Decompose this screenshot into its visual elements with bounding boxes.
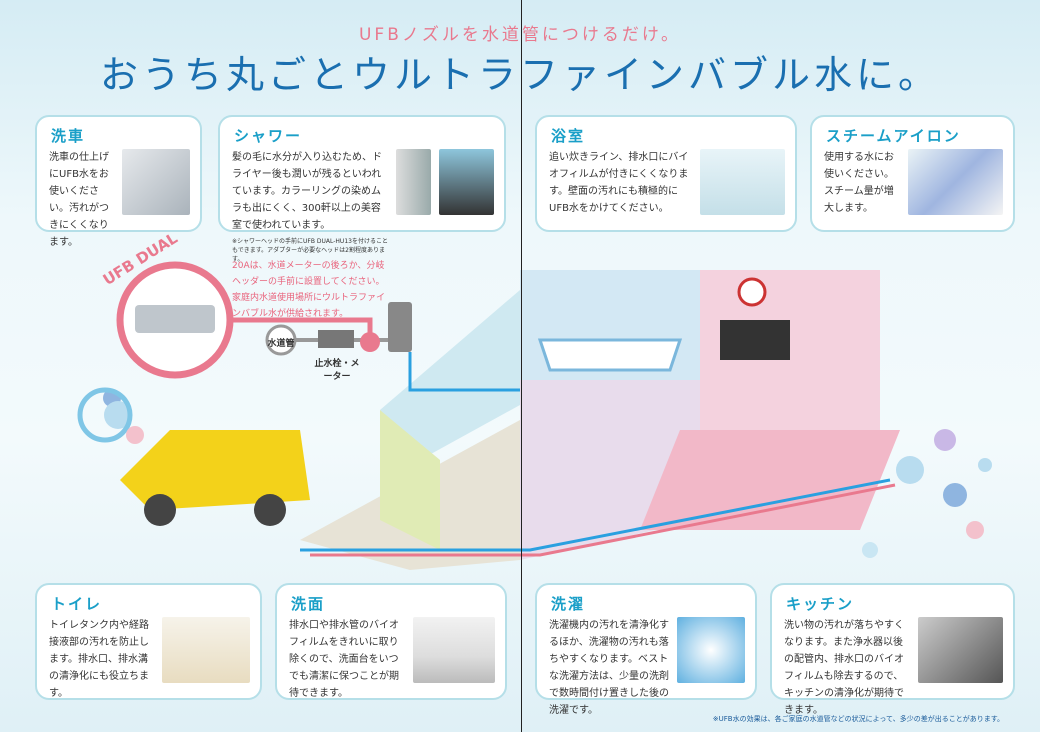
page-title: おうち丸ごとウルトラファインバブル水に。	[99, 53, 940, 97]
iron-photo	[908, 149, 1003, 215]
subtitle: UFBノズルを水道管につけるだけ。	[358, 25, 682, 45]
card-toilet: トイレ トイレタンク内や経路接液部の汚れを防止します。排水口、排水溝の清浄化にも…	[35, 583, 262, 700]
car-photo	[122, 149, 190, 215]
card-text: トイレタンク内や経路接液部の汚れを防止します。排水口、排水溝の清浄化にも役立ちま…	[49, 620, 149, 699]
card-text: 洗濯機内の汚れを清浄化するほか、洗濯物の汚れも落ちやすくなります。ベストな洗濯方…	[549, 620, 669, 716]
card-note: ※シャワーヘッドの手前にUFB DUAL-HU13を付けることもできます。アダプ…	[232, 238, 388, 263]
card-text: 洗い物の汚れが落ちやすくなります。また浄水器以後の配管内、排水口のバイオフィルム…	[784, 620, 904, 716]
laundry-photo	[677, 617, 745, 683]
card-text: 排水口や排水管のバイオフィルムをきれいに取り除くので、洗面台をいつでも清潔に保つ…	[289, 620, 399, 699]
card-title: シャワー	[234, 127, 303, 145]
shower-photo	[396, 149, 431, 215]
card-shower: シャワー 髪の毛に水分が入り込むため、ドライヤー後も潤いが残るといわれています。…	[218, 115, 506, 263]
card-title: 洗車	[51, 127, 86, 145]
card-car-wash: 洗車 洗車の仕上げにUFB水をお使いください。汚れがつきにくくなります。	[35, 115, 202, 248]
card-text: 使用する水にお使いください。スチーム量が増大します。	[824, 152, 894, 214]
card-title: 洗面	[291, 595, 326, 613]
card-kitchen: キッチン 洗い物の汚れが落ちやすくなります。また浄水器以後の配管内、排水口のバイ…	[770, 583, 1015, 716]
washbasin-photo	[413, 617, 495, 683]
house-illustration	[77, 261, 992, 570]
page-fold	[521, 0, 522, 732]
card-title: キッチン	[786, 595, 855, 613]
card-text: 追い炊きライン、排水口にバイオフィルムが付きにくくなります。壁面の汚れにも積極的…	[549, 152, 689, 214]
card-text: 髪の毛に水分が入り込むため、ドライヤー後も潤いが残るといわれています。カラーリン…	[232, 152, 382, 231]
hair-photo	[439, 149, 494, 215]
card-title: 洗濯	[551, 595, 586, 613]
card-title: スチームアイロン	[826, 127, 961, 145]
card-steam-iron: スチームアイロン 使用する水にお使いください。スチーム量が増大します。	[810, 115, 1015, 232]
card-laundry: 洗濯 洗濯機内の汚れを清浄化するほか、洗濯物の汚れも落ちやすくなります。ベストな…	[535, 583, 757, 716]
kitchen-photo	[918, 617, 1003, 683]
bathroom-photo	[700, 149, 785, 215]
card-title: 浴室	[551, 127, 586, 145]
pipe-label: 水道管	[267, 339, 295, 349]
card-bathroom: 浴室 追い炊きライン、排水口にバイオフィルムが付きにくくなります。壁面の汚れにも…	[535, 115, 797, 232]
toilet-photo	[162, 617, 250, 683]
card-text: 洗車の仕上げにUFB水をお使いください。汚れがつきにくくなります。	[49, 152, 109, 248]
meter-label: 止水栓・メーター	[314, 359, 360, 382]
card-washbasin: 洗面 排水口や排水管のバイオフィルムをきれいに取り除くので、洗面台をいつでも清潔…	[275, 583, 507, 700]
card-title: トイレ	[51, 595, 103, 613]
footnote: ※UFB水の効果は、各ご家庭の水道管などの状況によって、多少の差が出ることがあり…	[712, 715, 1004, 723]
install-info: 20Aは、水道メーターの後ろか、分岐ヘッダーの手前に設置してください。家庭内水道…	[232, 261, 386, 319]
